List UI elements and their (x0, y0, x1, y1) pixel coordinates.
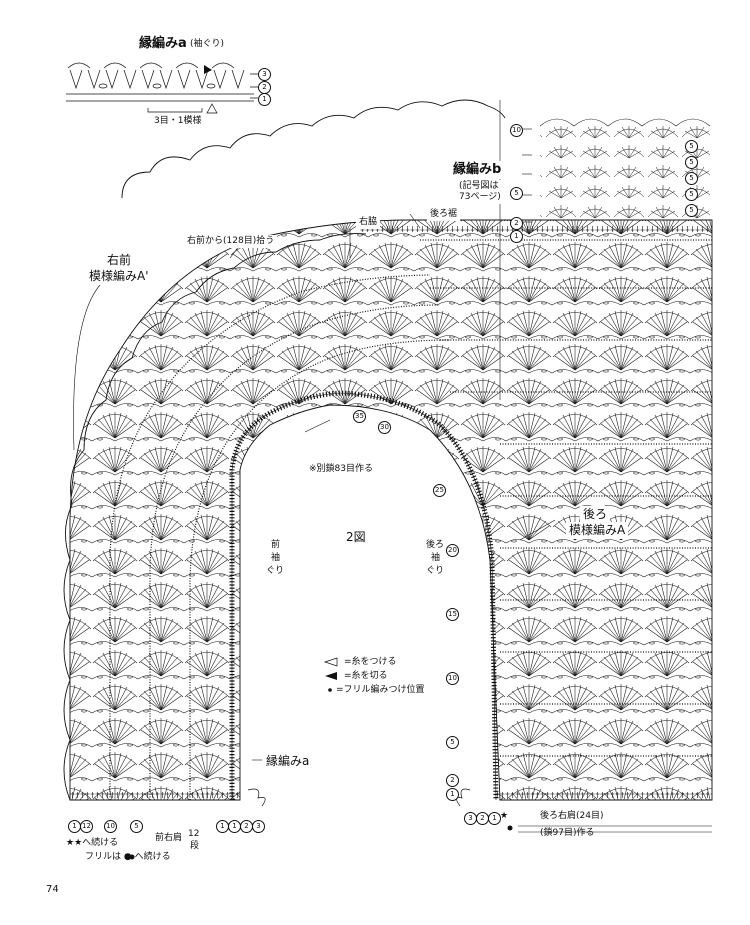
bottom-front-row-12: 12 (80, 820, 93, 833)
edge-b-note-2: 73ページ) (456, 191, 504, 204)
edge-b-side-5b: 5 (685, 156, 698, 169)
armhole-row-30: 30 (378, 421, 391, 434)
armhole-row-2: 2 (446, 774, 459, 787)
front-shoulder-label: 前右肩 (155, 833, 183, 843)
armhole-row-20: 20 (446, 544, 459, 557)
back-armhole-label-1: 後ろ (426, 540, 445, 550)
star-continue-text: ★へ続ける (74, 838, 119, 848)
edge-b-note-1: (記号図は (456, 180, 502, 193)
right-front-pattern-label: 模様編みA' (86, 268, 152, 285)
back-pattern-label: 模様編みA (566, 522, 629, 539)
edge-a-row-3: 3 (258, 68, 271, 81)
edge-a-title: 縁編みa (139, 36, 187, 51)
front-left-scallops (63, 233, 367, 801)
edge-a-bottom-label: 縁編みa (266, 754, 310, 768)
edge-b-scallop-outline (121, 99, 506, 199)
twelve-label: 12 (188, 829, 200, 839)
edge-b-arrows (522, 128, 532, 223)
front-armhole-label-3: ぐり (266, 566, 285, 576)
front-armhole-label-1: 前 (271, 540, 281, 550)
back-label: 後ろ (580, 506, 611, 523)
star-continue-label: ★★へ続ける (66, 838, 119, 848)
back-armhole-label-2: 袖 (431, 553, 441, 563)
bottom-armhole-row-3: 3 (252, 820, 265, 833)
armhole-row-10: 10 (446, 672, 459, 685)
bottom-back-row-3: 3 (464, 812, 477, 825)
legend-cut: =糸を切る (344, 671, 388, 681)
bottom-front-row-10: 10 (104, 820, 117, 833)
repeat-label: 3目・1模様 (154, 116, 202, 126)
frill-continue-label: フリルは ● へ続ける (85, 852, 171, 862)
front-armhole-label-2: 袖 (271, 553, 281, 563)
back-armhole-label-3: ぐり (426, 566, 445, 576)
armhole-row-15: 15 (446, 608, 459, 621)
side-seam-label: 右脇 (356, 216, 381, 229)
edge-a-armhole-bottom (247, 788, 471, 807)
pick-up-label: 右前から(128目)拾う (184, 235, 278, 248)
armhole-row-1: 1 (446, 788, 459, 801)
chain-note-label: ※別鎖83目作る (306, 463, 376, 476)
edge-b-side-5d: 5 (685, 188, 698, 201)
bottom-back-row-1: 1 (488, 812, 501, 825)
bottom-front-row-5: 5 (130, 820, 143, 833)
edge-b-side-5e: 5 (685, 204, 698, 217)
right-front-label: 右前 (104, 252, 135, 269)
back-shoulder-label: 後ろ右肩(24目) (540, 811, 604, 821)
edge-a-row-1: 1 (258, 93, 271, 106)
armhole-row-5: 5 (446, 736, 459, 749)
armhole-row-35: 35 (353, 410, 366, 423)
back-row-bands (420, 239, 712, 757)
armhole-row-25: 25 (433, 484, 446, 497)
figure-number: 2図 (346, 530, 366, 544)
star-marker: ★ (500, 811, 509, 821)
legend-frill: =フリル編みつけ位置 (336, 685, 425, 695)
edge-b-row-1: 1 (510, 230, 523, 243)
edge-b-title: 縁編みb (450, 161, 505, 179)
dan-label: 段 (190, 841, 200, 851)
edge-b-side-5a: 5 (685, 140, 698, 153)
edge-b-row-5: 5 (510, 187, 523, 200)
legend-attach: =糸をつける (344, 657, 397, 667)
edge-a-subtitle: (袖ぐり) (190, 39, 225, 49)
edge-b-side-5c: 5 (685, 172, 698, 185)
front-row-curves (109, 274, 451, 800)
edge-b-row-10: 10 (510, 124, 523, 137)
chain97-label: (鎖97目)作る (540, 828, 595, 838)
back-hem-label: 後ろ裾 (427, 208, 461, 221)
edge-a-sample (66, 62, 258, 113)
page-number: 74 (46, 884, 59, 895)
edge-b-row-2: 2 (510, 217, 523, 230)
